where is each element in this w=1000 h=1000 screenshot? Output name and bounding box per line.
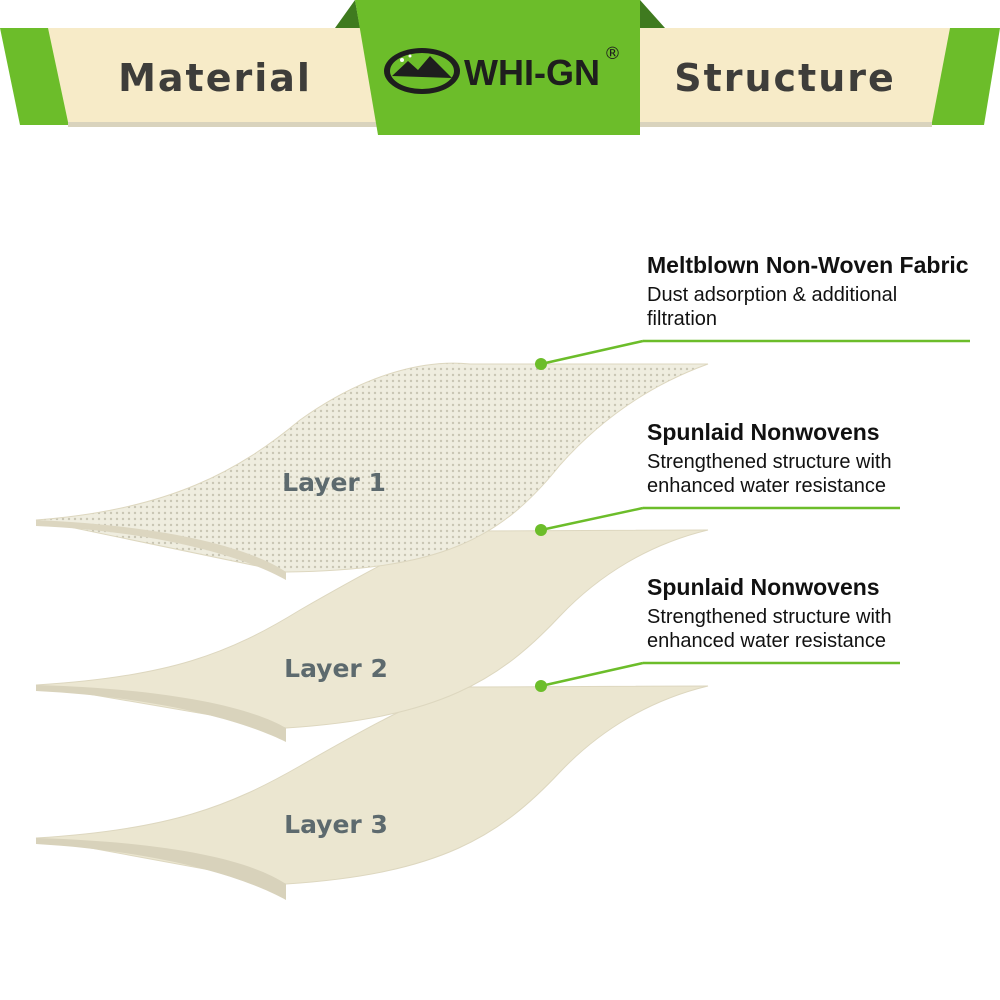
callout-3-title: Spunlaid Nonwovens (647, 574, 880, 600)
layer-2-sheet (35, 529, 709, 742)
banner-word-right: Structure (674, 56, 896, 100)
banner-right-band (620, 28, 950, 122)
callout-layer-3: Spunlaid Nonwovens Strengthened structur… (647, 573, 987, 653)
banner-word-left: Material (118, 56, 312, 100)
callout-1-dot (535, 358, 547, 370)
callout-2-dot (535, 524, 547, 536)
registered-mark: ® (604, 44, 621, 64)
header-banner: Material Structure WHI-GN ® (0, 0, 1000, 140)
callout-2-title: Spunlaid Nonwovens (647, 419, 880, 445)
brand-logo: WHI-GN ® (382, 44, 632, 100)
callout-1-leader (535, 339, 970, 370)
callout-3-dot (535, 680, 547, 692)
banner-right-shadow (620, 122, 932, 127)
banner-fold-right (640, 0, 665, 28)
layer-3-sheet (35, 685, 709, 900)
banner-left-band (48, 28, 380, 122)
callout-3-description: Strengthened structure with enhanced wat… (647, 606, 892, 652)
callout-layer-2: Spunlaid Nonwovens Strengthened structur… (647, 418, 987, 498)
banner-right-ribbon (930, 28, 1000, 125)
callout-3-leader (535, 661, 900, 692)
brand-emblem-icon (384, 48, 460, 94)
layer-3-label: Layer 3 (284, 810, 388, 839)
layer-2-label: Layer 2 (284, 654, 388, 683)
layer-1-sheet (35, 362, 709, 580)
banner-center-plate (355, 0, 640, 135)
callout-1-title: Meltblown Non-Woven Fabric (647, 252, 969, 278)
layer-1-label: Layer 1 (282, 468, 386, 497)
banner-left-shadow (68, 122, 380, 127)
callout-2-leader (535, 506, 900, 536)
callout-1-description: Dust adsorption & additional filtration (647, 284, 898, 330)
callout-layer-1: Meltblown Non-Woven Fabric Dust adsorpti… (647, 251, 987, 331)
callout-2-description: Strengthened structure with enhanced wat… (647, 451, 892, 497)
brand-name: WHI-GN (464, 52, 600, 93)
banner-left-ribbon (0, 28, 70, 125)
banner-background (0, 0, 1000, 135)
banner-fold-left (335, 0, 360, 28)
